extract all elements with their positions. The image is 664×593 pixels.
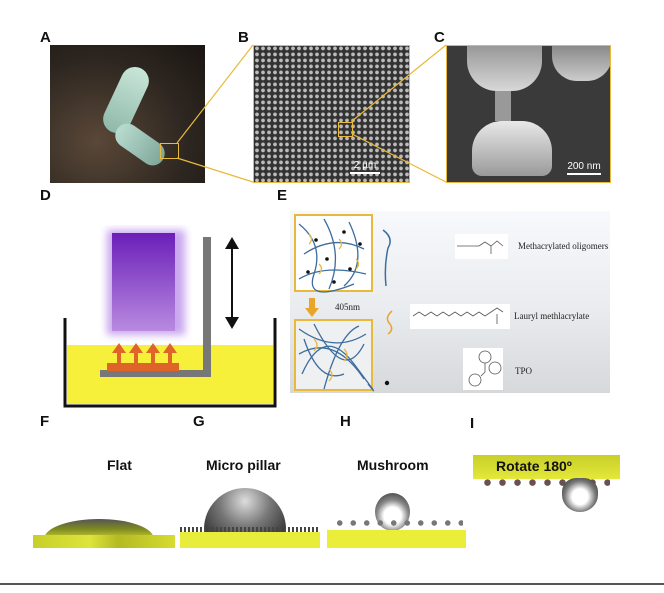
micro-pillar-substrate — [180, 532, 320, 548]
scale-bar-b: 2 µm — [350, 160, 380, 174]
legend-tpo: TPO — [515, 366, 533, 376]
rotated-mushroom-array — [480, 479, 610, 488]
build-plate — [100, 370, 211, 377]
panel-label-h: H — [340, 413, 351, 430]
printed-base — [107, 363, 179, 371]
lauryl-symbol — [386, 310, 393, 335]
reaction-arrow-icon — [305, 298, 319, 317]
dlp-printer-schematic — [63, 230, 277, 408]
springtail-photo — [50, 45, 205, 183]
panel-label-g: G — [193, 413, 205, 430]
resin-composition-panel: 405nm Methacrylated oligomers Lauryl met… — [290, 211, 610, 393]
move-arrow-icon — [225, 237, 239, 329]
mushroom-substrate — [327, 530, 466, 548]
legend-oligomers: Methacrylated oligomers — [518, 241, 609, 251]
build-arm — [203, 237, 211, 377]
bottom-divider — [0, 583, 664, 585]
flat-substrate — [33, 535, 175, 548]
lauryl-structure — [410, 304, 510, 329]
legend-symbols — [382, 229, 393, 386]
panel-label-a: A — [40, 29, 51, 46]
title-rotate: Rotate 180º — [496, 458, 572, 474]
methacrylate-structure — [455, 234, 508, 259]
uv-light-source — [112, 233, 175, 331]
scale-label-c: 200 nm — [567, 161, 601, 172]
vat — [63, 318, 277, 408]
panel-label-i: I — [470, 415, 475, 432]
mushroom-array — [333, 520, 463, 530]
sem-image-b: 2 µm — [253, 45, 410, 183]
oligomer-symbol — [382, 229, 391, 287]
zoom-connector-lines — [176, 44, 447, 183]
micro-pillar-array — [180, 527, 320, 532]
scale-bar-c: 200 nm — [567, 161, 601, 175]
tpo-structure — [463, 348, 503, 390]
sem-image-c: 200 nm — [446, 45, 611, 183]
hanging-droplet — [562, 478, 598, 512]
legend-lauryl: Lauryl methlacrylate — [514, 311, 590, 321]
polymer-network-diagram — [294, 214, 374, 392]
panel-label-c: C — [434, 29, 445, 46]
panel-label-f: F — [40, 413, 50, 430]
panel-label-b: B — [238, 29, 249, 46]
title-mushroom: Mushroom — [357, 457, 429, 473]
micro-pillar-droplet — [204, 488, 286, 532]
scale-label-b: 2 µm — [353, 160, 377, 171]
rotated-substrate — [473, 455, 620, 479]
title-micro-pillar: Micro pillar — [206, 457, 281, 473]
tpo-symbol — [384, 380, 390, 386]
title-flat: Flat — [107, 457, 132, 473]
panel-label-e: E — [277, 187, 288, 204]
mushroom-structures — [112, 343, 177, 363]
flat-droplet — [44, 519, 154, 539]
panel-label-d: D — [40, 187, 51, 204]
wavelength-label: 405nm — [335, 302, 361, 312]
